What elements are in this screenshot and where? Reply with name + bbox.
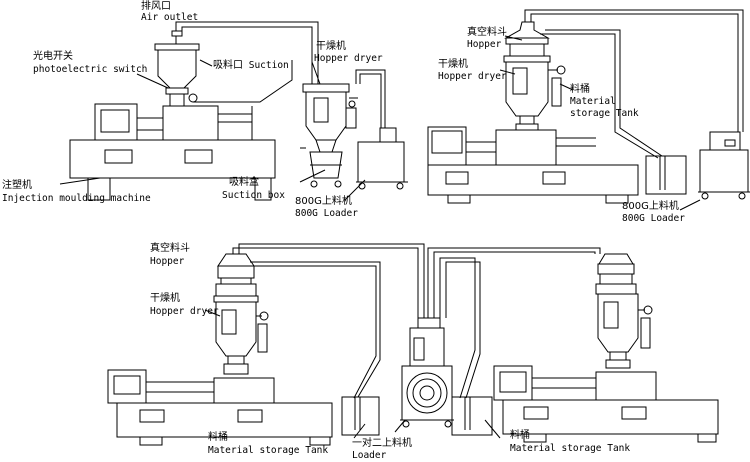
p2-loader-en: 800G Loader bbox=[622, 213, 685, 224]
p3-dryer-en: Hopper dryer bbox=[150, 306, 219, 317]
p2-dryer-cn: 干燥机 bbox=[438, 59, 468, 70]
p1-loader-en: 800G Loader bbox=[295, 208, 358, 219]
p1-air-outlet-cn: 排风口 bbox=[141, 1, 171, 12]
panel1-hopper bbox=[154, 30, 200, 107]
panel1-loader bbox=[356, 127, 408, 190]
panel2-hopper-dryer bbox=[503, 21, 566, 131]
p1-air-outlet-en: Air outlet bbox=[141, 12, 199, 23]
panel3-hopper-dryer bbox=[213, 253, 269, 375]
p2-tank-cn: 料桶 bbox=[570, 84, 590, 95]
panel2-injection-machine bbox=[427, 126, 639, 204]
panel3-loader bbox=[400, 317, 454, 428]
p3-tank-cn: 料桶 bbox=[208, 432, 228, 443]
p3-dryer-cn: 干燥机 bbox=[150, 293, 180, 304]
p1-dryer-en: Hopper dryer bbox=[314, 53, 383, 64]
p3-hopper-en: Hopper bbox=[150, 256, 185, 267]
p1-suction-box-en: Suction box bbox=[222, 190, 285, 201]
p3-loader-en: Loader bbox=[352, 450, 387, 461]
p2-dryer-en: Hopper dryer bbox=[438, 71, 507, 82]
p1-suction-en: Suction bbox=[248, 60, 289, 71]
panel1-hopper-dryer bbox=[302, 83, 358, 188]
panel3b-hopper-dryer bbox=[595, 253, 653, 369]
p1-imm-cn: 注塑机 bbox=[2, 180, 32, 191]
p1-dryer-cn: 干燥机 bbox=[316, 41, 346, 52]
p1-photo-switch-en: photoelectric switch bbox=[33, 64, 148, 75]
p3-hopper-cn: 真空料斗 bbox=[150, 243, 190, 254]
p1-imm-en: Injection moulding machine bbox=[2, 193, 151, 204]
panel3-injection-machine bbox=[107, 369, 333, 446]
p1-loader-cn: 800G上料机 bbox=[295, 196, 352, 207]
p1-suction-box-cn: 吸料盒 bbox=[229, 177, 259, 188]
p3-loader-cn: 一对二上料机 bbox=[352, 438, 412, 449]
panel3-storage-tank bbox=[341, 396, 380, 436]
panel2-storage-tank bbox=[645, 155, 687, 195]
p2-hopper-en: Hopper bbox=[467, 39, 502, 50]
p1-suction-cn: 吸料口 bbox=[213, 60, 243, 71]
p1-suction: 吸料口 Suction bbox=[213, 60, 289, 71]
panel3b-storage-tank bbox=[451, 396, 493, 436]
panel2-loader bbox=[698, 131, 750, 200]
p2-tank-en2: storage Tank bbox=[570, 108, 639, 119]
p3-tank2-cn: 料桶 bbox=[510, 430, 530, 441]
p2-tank-en1: Material bbox=[570, 96, 616, 107]
p2-hopper-cn: 真空料斗 bbox=[467, 27, 507, 38]
p3-tank2-en: Material storage Tank bbox=[510, 443, 631, 454]
panel1-injection-machine bbox=[69, 103, 276, 201]
p3-tank-en: Material storage Tank bbox=[208, 445, 329, 456]
p2-loader-cn: 800G上料机 bbox=[622, 201, 679, 212]
panel3b-injection-machine bbox=[493, 365, 719, 443]
p1-photo-switch-cn: 光电开关 bbox=[33, 51, 73, 62]
